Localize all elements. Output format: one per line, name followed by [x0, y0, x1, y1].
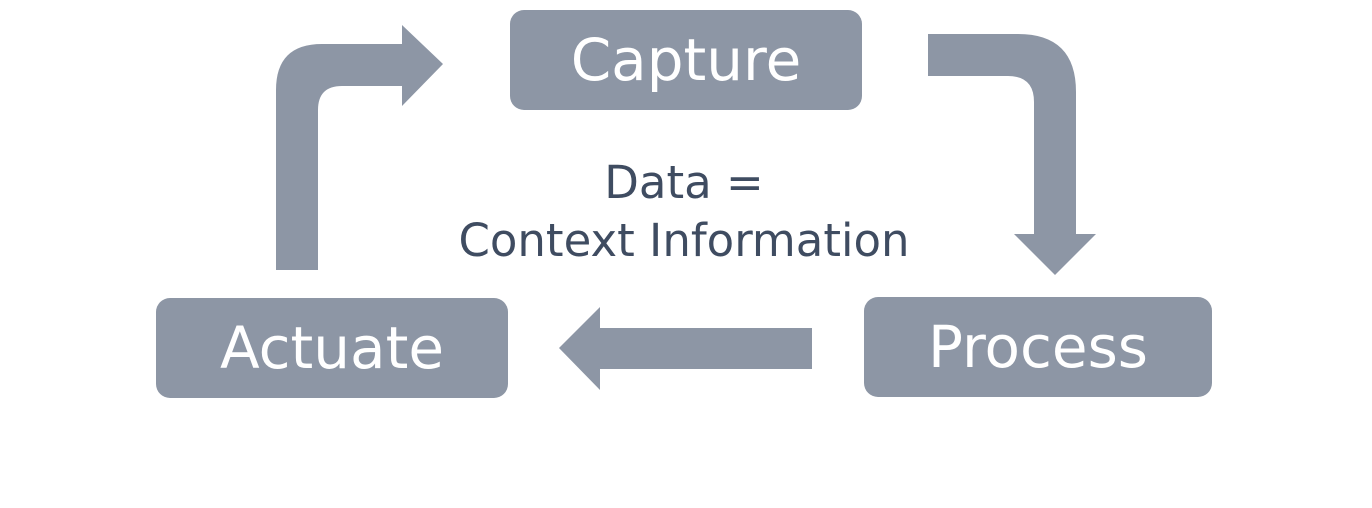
capture-label: Capture [570, 26, 802, 94]
arrow-capture-to-process [928, 34, 1096, 275]
actuate-label: Actuate [219, 314, 444, 382]
center-caption-line-1: Data = [604, 156, 764, 209]
center-caption-line-2: Context Information [458, 214, 910, 267]
arrow-process-to-actuate [559, 307, 812, 390]
process-label: Process [927, 313, 1149, 381]
arrow-actuate-to-capture [276, 25, 443, 270]
process-node: Process [864, 297, 1212, 397]
center-caption: Data = Context Information [434, 154, 934, 270]
actuate-node: Actuate [156, 298, 508, 398]
capture-node: Capture [510, 10, 862, 110]
